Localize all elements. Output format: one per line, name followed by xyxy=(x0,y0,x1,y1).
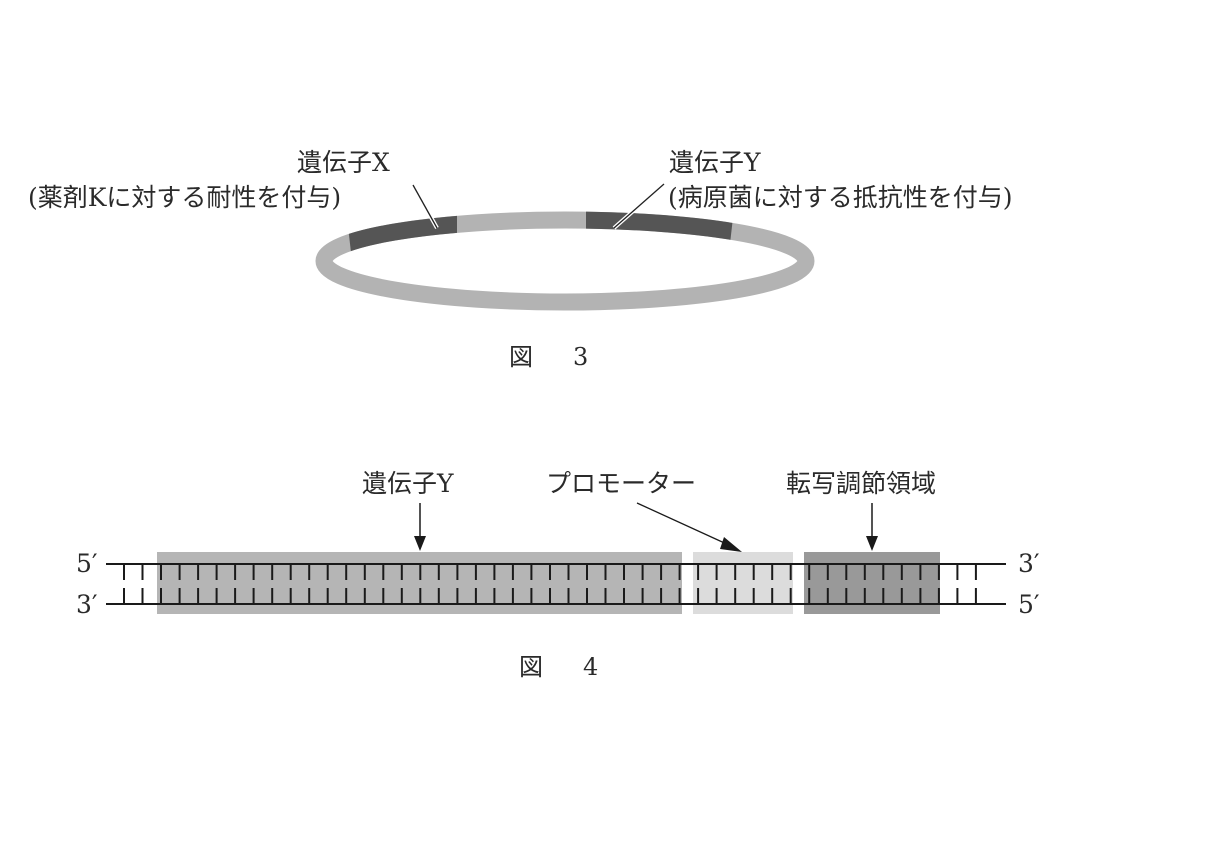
strand-end-top-left: 5′ xyxy=(76,549,98,578)
gene-x-label: 遺伝子X xyxy=(297,148,390,177)
figure-caption-prefix: 図 xyxy=(519,653,543,681)
regulatory-region-arrow xyxy=(866,503,878,551)
gene-y-arrow xyxy=(414,503,426,551)
gene-x-description: (薬剤Kに対する耐性を付与) xyxy=(28,183,342,212)
gene-y-description: (病原菌に対する抵抗性を付与) xyxy=(668,183,1013,212)
gene-y-label: 遺伝子Y xyxy=(669,148,761,177)
promoter-label: プロモーター xyxy=(546,469,697,498)
figure-caption-number: 3 xyxy=(573,343,589,371)
gene-y-region-label: 遺伝子Y xyxy=(362,469,454,498)
strand-end-bottom-right: 5′ xyxy=(1018,590,1040,619)
promoter-arrow xyxy=(636,502,742,552)
figure-caption-number: 4 xyxy=(583,653,599,681)
strand-end-bottom-left: 3′ xyxy=(76,590,98,619)
dna-rungs xyxy=(123,564,977,604)
strand-end-top-right: 3′ xyxy=(1018,549,1040,578)
plasmid-ring xyxy=(315,211,815,311)
gene-x-leader-line xyxy=(411,184,439,229)
figure-caption-prefix: 図 xyxy=(509,343,533,371)
transcription-regulatory-region-label: 転写調節領域 xyxy=(786,469,937,498)
figure-4-dna-diagram xyxy=(106,502,1006,614)
gene-y-leader-line xyxy=(612,182,666,230)
